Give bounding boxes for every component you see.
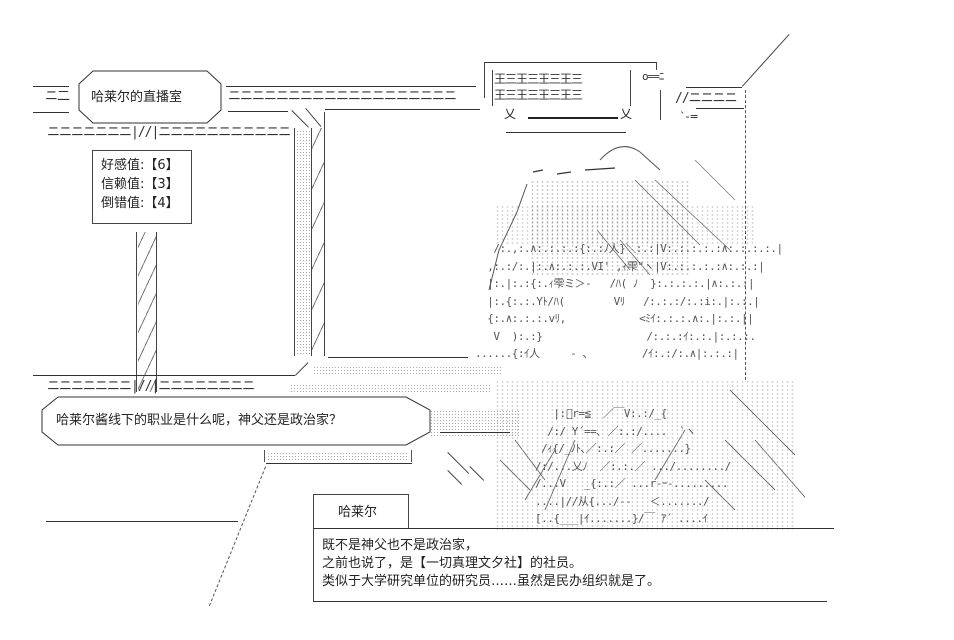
rail-line (266, 463, 412, 464)
dialogue-bottom-line (313, 601, 827, 602)
dialogue-line-2: 之前也说了，是【一切真理文夕社】的社员。 (322, 556, 583, 571)
sign-edge (656, 62, 657, 70)
left-pillar-edge (156, 232, 157, 392)
bubble-dots (430, 410, 520, 436)
ground-line (46, 521, 238, 522)
sign-underline (506, 132, 626, 133)
stat-affection: 好感值:【6】 (101, 158, 179, 173)
figure-face-art: /:.,:.∧:.:.:.:{:.:ﾉ人}＼:.:|V:.:.:.:.:∧:.:… (475, 242, 783, 360)
sign-edge (630, 70, 631, 106)
sign-post (660, 90, 661, 120)
banner-equals-left: ニ二 (45, 89, 70, 104)
fold-line (447, 452, 470, 474)
floor-equals: ニニニニニニニ|//|ニニニニニニニニ (47, 379, 255, 394)
banner-equals-row2: ニニニニニニニ|//|ニニニニニニニニニニニ (47, 125, 291, 140)
dialogue-box: 既不是神父也不是政治家， 之前也说了，是【一切真理文夕社】的社员。 类似于大学研… (313, 528, 834, 601)
connector-diagonal (305, 108, 322, 128)
mid-pillar-edge (311, 128, 312, 356)
rope-diagonal (742, 33, 790, 87)
sign-bar (528, 117, 618, 119)
sign-top (484, 62, 656, 63)
floor-dots (290, 384, 490, 392)
sign-edge (484, 62, 485, 98)
mid-pillar-hatching (312, 128, 324, 356)
page-title: 哈莱尔的直播室 (91, 90, 183, 105)
stat-trust: 信赖值:【3】 (101, 177, 179, 192)
bubble-tail (440, 432, 510, 433)
figure-hands-art: |:ﾞr=≦ ／￣V:.:/_{ /:/ Y´==､ ／:.:/.... `ヽ … (535, 407, 731, 525)
character-figure: /:.,:.∧:.:.:.:{:.:ﾉ人}＼:.:|V:.:.:.:.:∧:.:… (475, 140, 805, 530)
title-plate: 哈莱尔的直播室 (75, 70, 225, 124)
left-pillar-edge (136, 232, 137, 392)
stick-diagonal (208, 466, 266, 607)
octagon-frame-icon (78, 70, 222, 124)
mid-pillar-dots (296, 130, 310, 354)
mid-pillar-edge (294, 128, 295, 356)
banner-equals-right: ニニニニニニニニニニニニニニニニニニニ (228, 89, 457, 104)
floor-line (328, 357, 468, 358)
fold-line (447, 470, 463, 485)
dialogue-line-1: 既不是神父也不是政治家， (322, 538, 479, 553)
ledge-line (696, 108, 744, 109)
mid-pillar-edge (324, 112, 325, 356)
question-bubble: 哈莱尔酱线下的职业是什么呢，神父还是政治家？ (40, 396, 432, 446)
question-text: 哈莱尔酱线下的职业是什么呢，神父还是政治家？ (56, 413, 343, 428)
floor-dots (313, 366, 503, 376)
rail-box (264, 450, 412, 462)
ledge-equals: //ニニニニ (675, 91, 738, 106)
sign-row-1: 王三王三王三王三 (494, 72, 583, 86)
left-pillar-hatching (138, 232, 156, 392)
hanging-sign: 王三王三王三王三 王三王三王三王三 乂 乂 (484, 62, 657, 133)
figure-robe-dots (495, 380, 795, 530)
dialogue-line-3: 类似于大学研究单位的研究员……虽然是民办组织就是了。 (322, 574, 661, 589)
speaker-name: 哈莱尔 (338, 505, 378, 520)
connector-diagonal (291, 110, 309, 128)
speech-bubble-frame-icon (41, 396, 431, 446)
speaker-tab: 哈莱尔 (313, 494, 409, 529)
sign-knot-right: 乂 (620, 107, 633, 121)
banner-line (228, 111, 288, 112)
connector-diagonal (295, 362, 309, 376)
sign-hook: o==ﾆ (642, 70, 664, 83)
banner-line (33, 112, 69, 113)
ledge-line (686, 87, 742, 88)
stats-panel: 好感值:【6】 信赖值:【3】 倒错值:【4】 (92, 150, 192, 224)
rail-dots (267, 452, 409, 460)
sign-edge (492, 70, 493, 106)
banner-line (33, 86, 69, 87)
ledge-mark: `‐= (680, 110, 699, 123)
floor-line (33, 375, 295, 376)
sign-knot-left: 乂 (504, 107, 517, 121)
banner-line (325, 109, 480, 110)
sign-row-2: 王三王三王三王三 (494, 88, 583, 102)
figure-hair-dots (495, 205, 755, 245)
banner-line (226, 86, 476, 87)
stat-perversion: 倒错值:【4】 (101, 196, 179, 211)
